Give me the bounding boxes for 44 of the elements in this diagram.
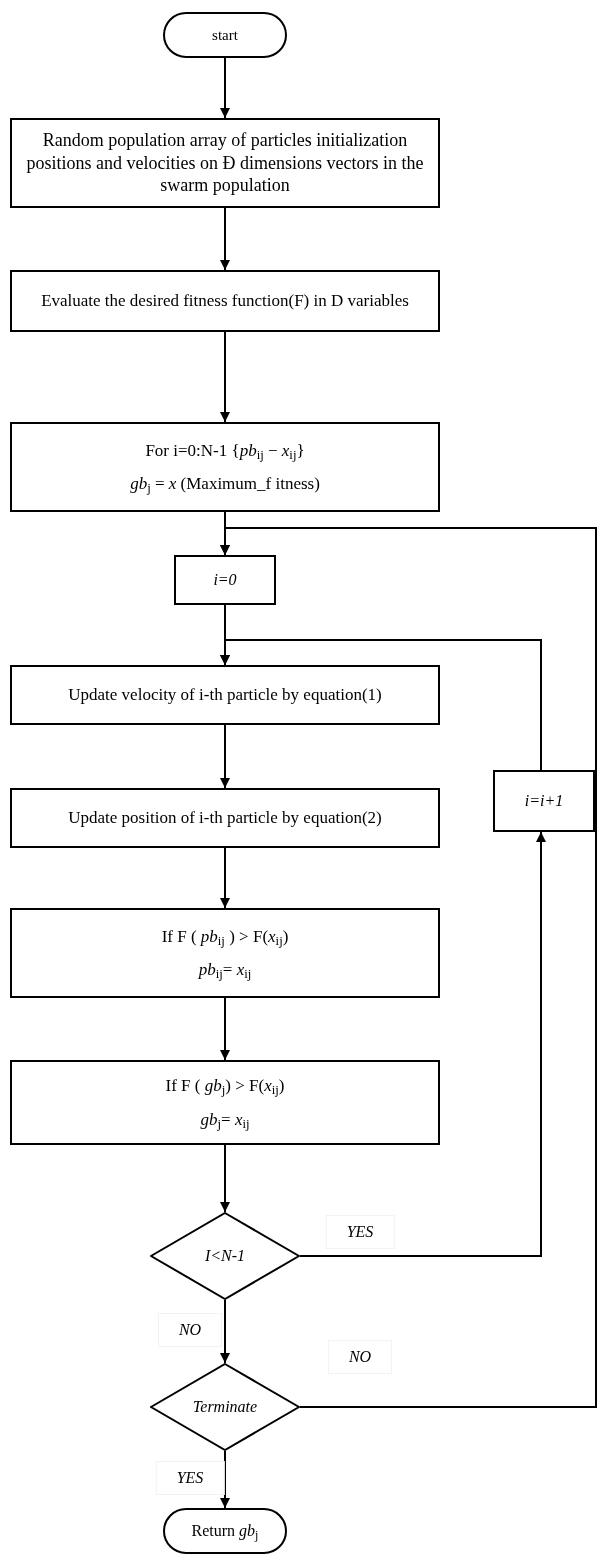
edge-label: YES (155, 1461, 225, 1495)
arrow (220, 1450, 230, 1509)
node-text: I<N-1 (204, 1246, 246, 1266)
arrow (220, 724, 230, 789)
process-box (10, 118, 440, 208)
terminal-node (163, 12, 287, 58)
decision-diamond (150, 1212, 300, 1300)
process-box (10, 665, 440, 725)
node-text: Random population array of particles initialization positions and velocities on Ð dimensions vectors in the swarm population (25, 129, 425, 197)
node-text: If F ( gb$_{j}$) > F(x$_{ij}$) (165, 1075, 285, 1097)
process-box (10, 1060, 440, 1145)
arrow (220, 639, 542, 771)
arrow (220, 207, 230, 271)
process-box (10, 270, 440, 332)
node-text: Evaluate the desired fitness function(F) in D variables (41, 290, 409, 312)
arrow (220, 1144, 230, 1213)
arrow (220, 57, 230, 119)
node-text: i=0 (213, 570, 237, 590)
node-text: Update velocity of i-th particle by equation(1) (68, 684, 382, 706)
node-text: gb$_{j}$ = x (Maximum_f itness) (130, 473, 320, 495)
node-text: gb$_{j}$= x$_{ij}$ (200, 1108, 250, 1130)
node-text: If F ( pb$_{ij}$ ) > F(x$_{ij}$) (161, 925, 289, 947)
terminal-node (163, 1508, 287, 1554)
decision-diamond (150, 1363, 300, 1451)
process-box (10, 788, 440, 848)
edge-label: YES (325, 1215, 395, 1249)
node-text: start (212, 25, 238, 45)
arrow (220, 1299, 230, 1364)
arrow (220, 331, 230, 423)
process-box (493, 770, 595, 832)
process-box (174, 555, 276, 605)
node-text: For i=0:N-1 {pb$_{ij}$ − x$_{ij}$} (145, 439, 305, 461)
process-box (10, 908, 440, 998)
arrow (220, 847, 230, 909)
node-text: Return gb$_{j}$ (191, 1521, 259, 1541)
node-text: pb$_{ij}$= x$_{ij}$ (198, 959, 252, 981)
node-text: Terminate (192, 1397, 258, 1417)
edge-label: NO (157, 1313, 223, 1347)
node-text: i=i+1 (524, 791, 564, 811)
arrow (220, 997, 230, 1061)
process-box (10, 422, 440, 512)
arrow (299, 831, 546, 1257)
edge-label: NO (327, 1340, 393, 1374)
node-text: Update position of i-th particle by equation(2) (68, 807, 382, 829)
